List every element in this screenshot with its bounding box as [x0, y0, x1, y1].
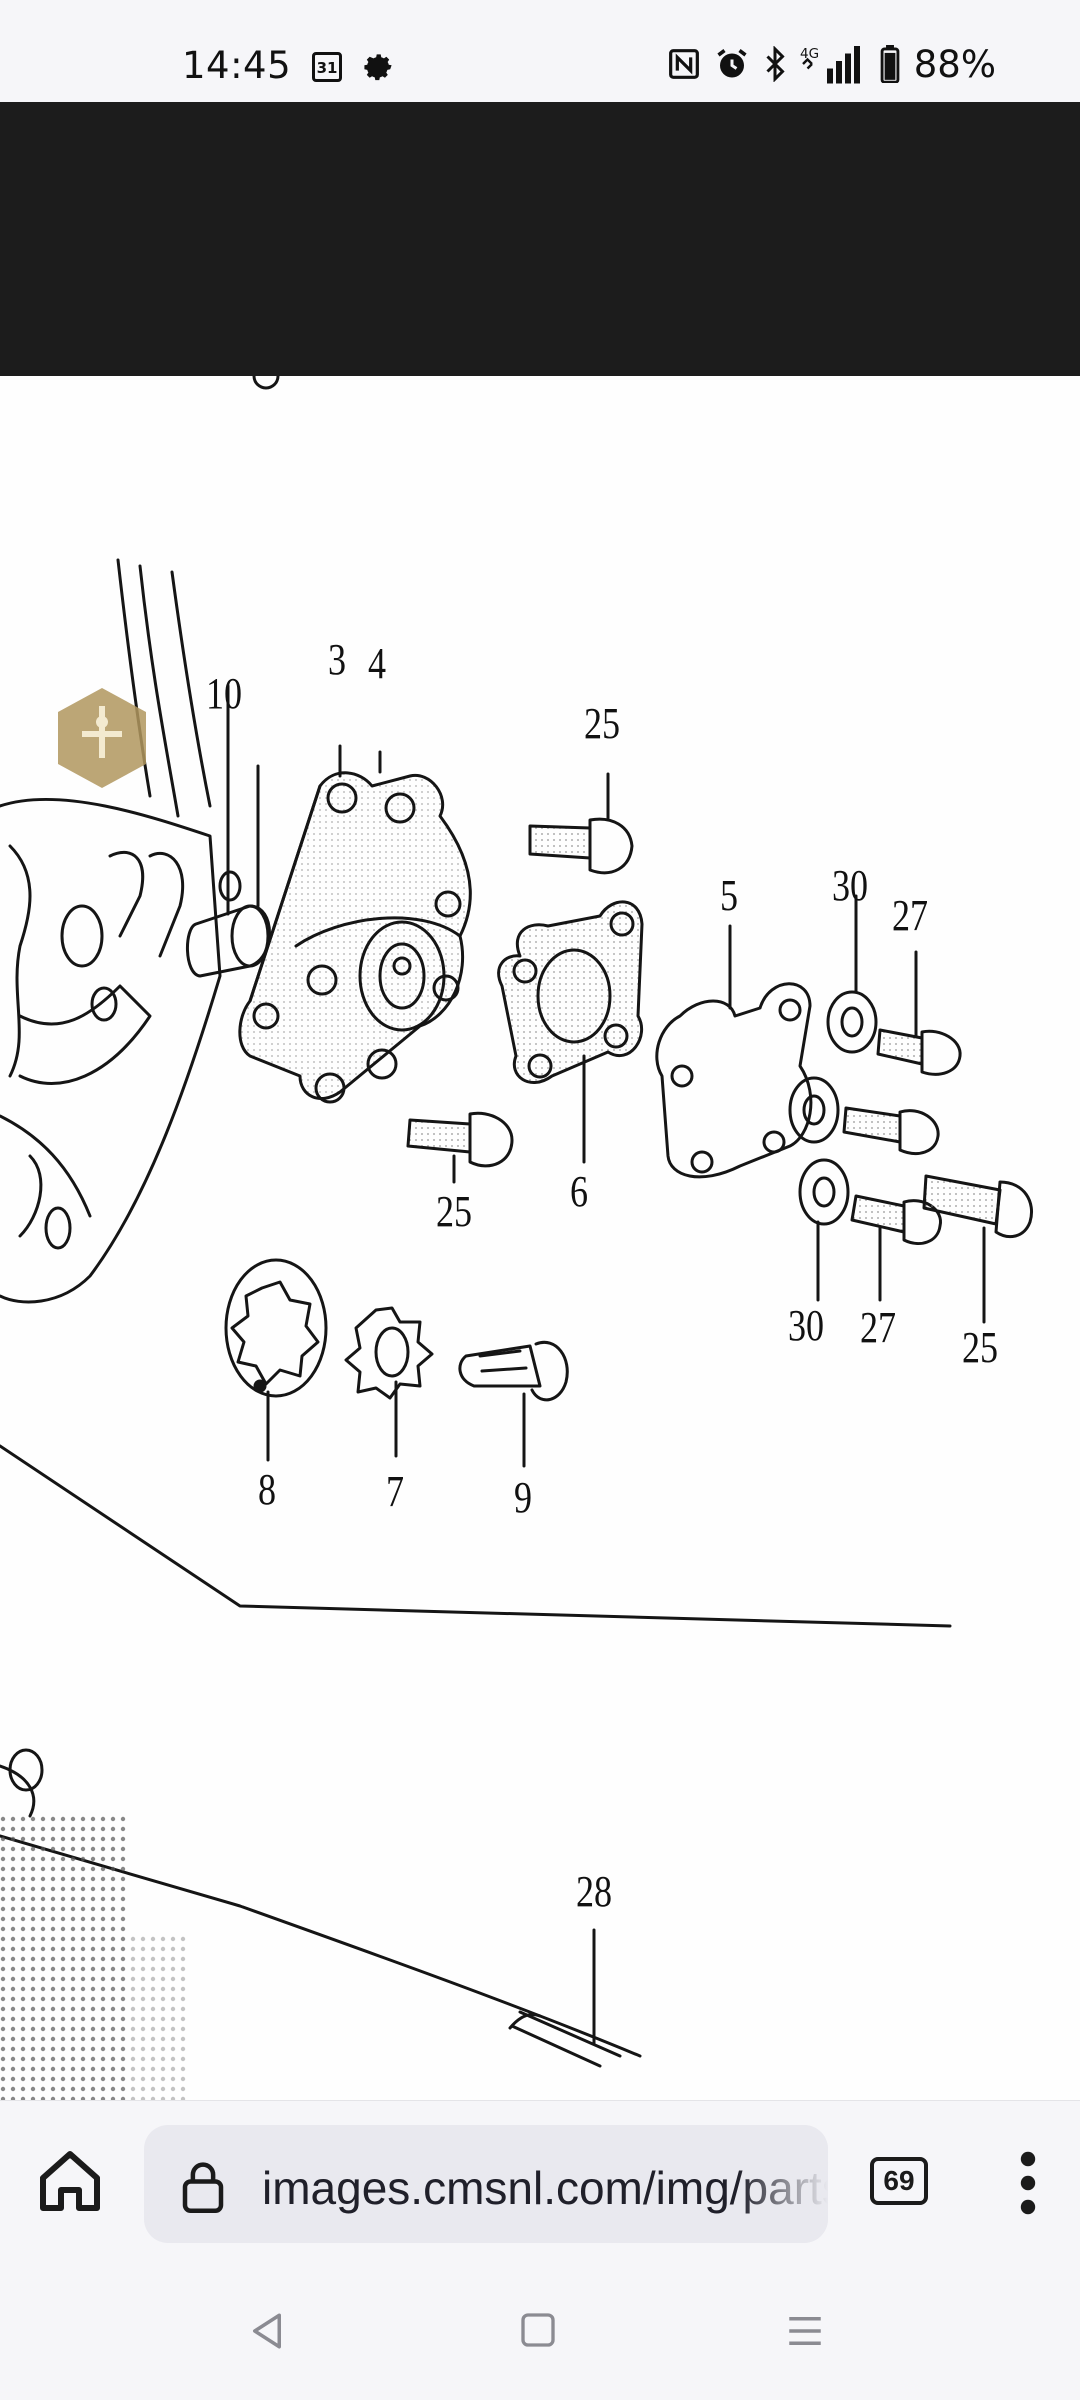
network-type: 4G — [800, 46, 819, 62]
callout-9: 9 — [514, 1473, 533, 1522]
parts-diagram-image[interactable]: 3 4 10 25 5 30 27 25 6 30 27 25 8 7 9 28 — [0, 376, 1080, 2100]
extension-badge-icon[interactable] — [52, 684, 152, 792]
status-bar: 14:45 31 4G 88% — [0, 0, 1080, 102]
alarm-icon — [717, 49, 747, 78]
recents-icon[interactable] — [784, 2310, 826, 2352]
tabs-button[interactable]: 69 — [870, 2157, 928, 2205]
callout-25-right: 25 — [962, 1323, 999, 1372]
status-icons: 4G 88% — [668, 42, 996, 86]
signal-icon: 4G — [800, 46, 860, 84]
battery-percentage: 88% — [913, 42, 996, 86]
url-bar[interactable]: images.cmsnl.com/img/partslists/ — [144, 2125, 828, 2243]
callout-25-middle: 25 — [436, 1187, 473, 1236]
gear-icon — [364, 54, 392, 81]
browser-toolbar: images.cmsnl.com/img/partslists/ 69 — [0, 2100, 1080, 2261]
url-fade — [738, 2125, 828, 2243]
callout-3: 3 — [328, 635, 347, 684]
nfc-icon — [668, 49, 699, 79]
system-navigation-bar — [0, 2260, 1080, 2400]
home-square-icon[interactable] — [518, 2310, 558, 2350]
callout-10: 10 — [206, 669, 243, 718]
image-banner — [0, 102, 1080, 376]
calendar-icon: 31 — [312, 52, 342, 82]
callout-4: 4 — [368, 639, 387, 688]
callout-27-bottom: 27 — [860, 1303, 897, 1352]
lock-icon[interactable] — [180, 2159, 226, 2213]
callout-6: 6 — [570, 1167, 589, 1216]
back-icon[interactable] — [246, 2310, 288, 2352]
callout-7: 7 — [386, 1467, 405, 1516]
bluetooth-icon — [766, 46, 785, 82]
callout-25-top: 25 — [584, 699, 621, 748]
callout-30-bottom: 30 — [788, 1301, 825, 1350]
callout-27-top: 27 — [892, 891, 929, 940]
parts-diagram-drawing — [0, 376, 1033, 2100]
home-icon[interactable] — [34, 2145, 106, 2217]
callout-5: 5 — [720, 871, 739, 920]
url-text[interactable]: images.cmsnl.com/img/partslists/ — [262, 2162, 828, 2214]
battery-icon — [880, 45, 900, 83]
status-time: 14:45 — [182, 44, 292, 87]
callout-8: 8 — [258, 1465, 277, 1514]
callout-28: 28 — [576, 1867, 613, 1916]
more-vert-icon[interactable] — [1010, 2147, 1046, 2219]
callout-30-top: 30 — [832, 861, 869, 910]
